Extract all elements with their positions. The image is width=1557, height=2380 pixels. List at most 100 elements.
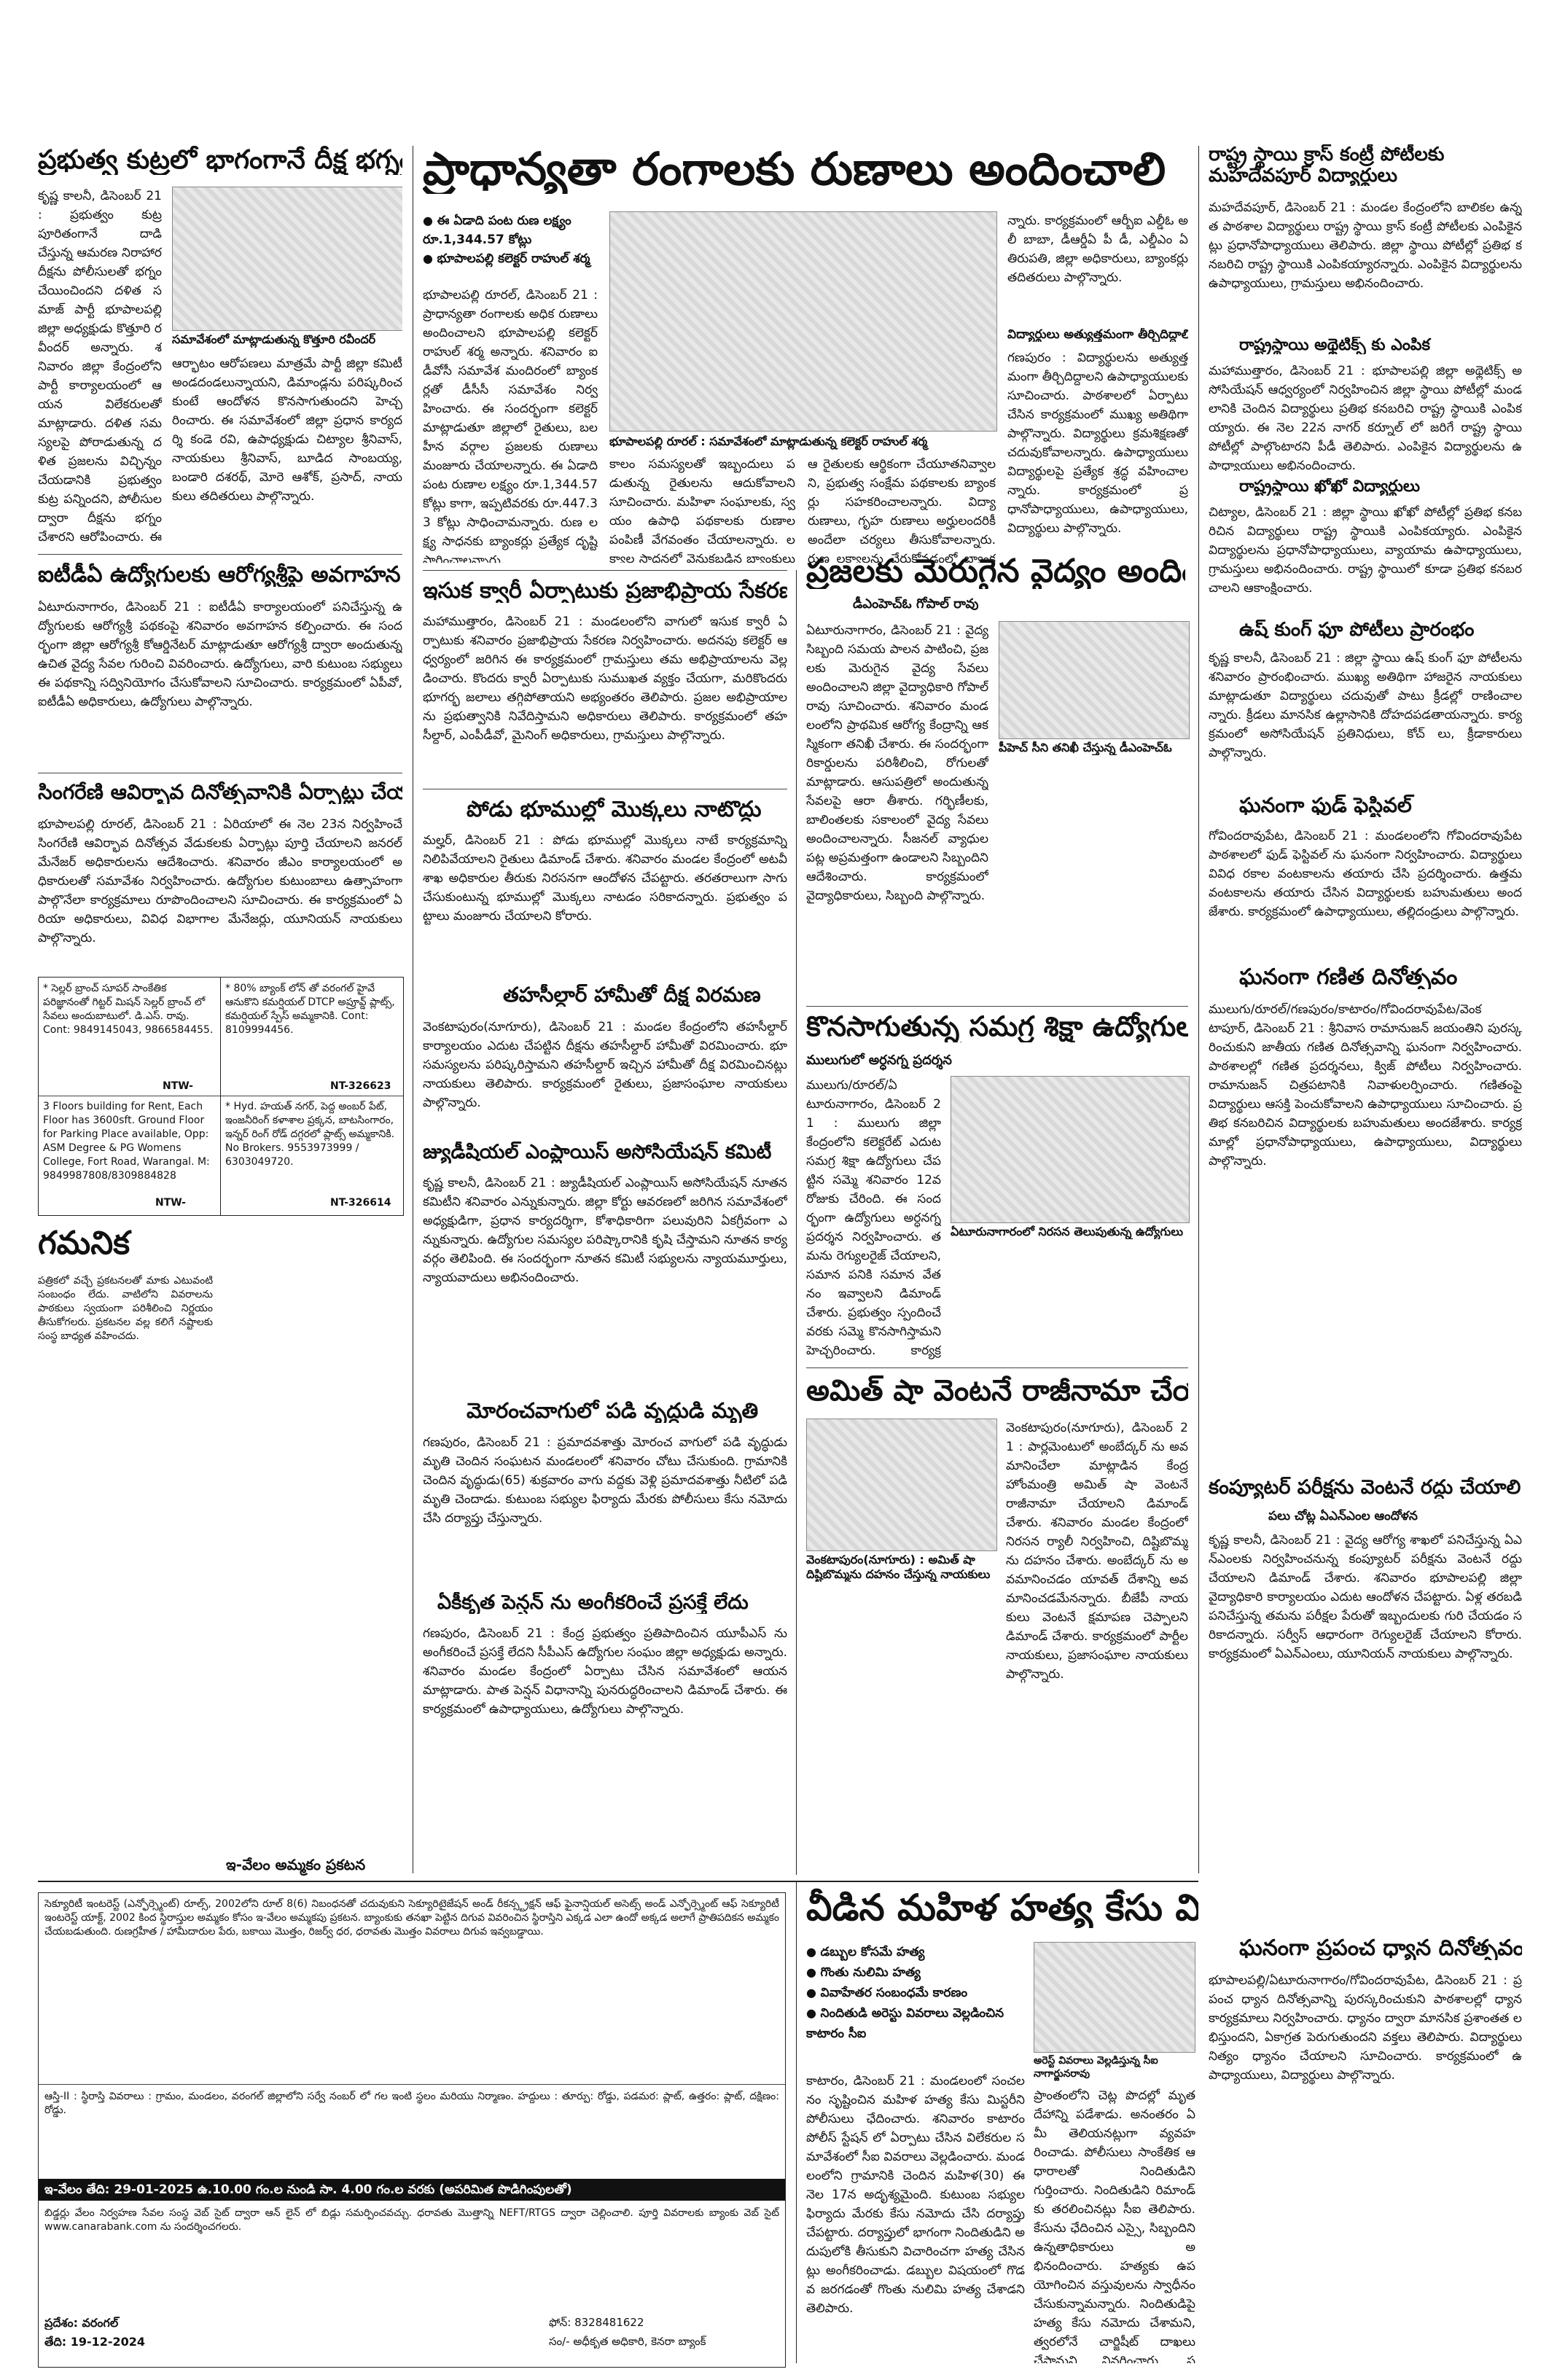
headline-vidyarthi: విద్యార్థులు అత్యుత్తమంగా తీర్చిదిద్దాలి xyxy=(1007,328,1188,342)
headline-podu: పోడు భూముల్లో మొక్కలు నాటొద్దు xyxy=(467,797,762,822)
headline-diksha: ప్రభుత్వ కుట్రలో భాగంగానే దీక్ష భగ్నం xyxy=(38,146,402,175)
murder-bullet-1: డబ్బుల కోసమే హత్య xyxy=(806,1942,1025,1962)
auction-body2: ఆస్తి-II : స్థిరాస్తి వివరాలు : గ్రామం, … xyxy=(44,2091,779,2116)
headline-judicial: జ్యుడీషియల్ ఎంప్లాయిస్ అసోసియేషన్ కమిటీ xyxy=(423,1142,772,1163)
divider xyxy=(423,570,787,571)
divider xyxy=(806,1367,1188,1368)
divider xyxy=(38,1881,1198,1882)
article-diksha-body2: ఆర్భాటం ఆరోపణలు మాత్రమే పార్టీ జిల్లా కమ… xyxy=(172,356,402,504)
diksha-photo xyxy=(172,187,402,331)
headline-singareni: సింగరేణి ఆవిర్భావ దినోత్సవానికి ఏర్పాట్ల… xyxy=(38,781,402,804)
classified-ad-2-code: NT-326623 xyxy=(330,1080,391,1092)
notice-body: పత్రికలో వచ్చే ప్రకటనలతో మాకు ఎటువంటి సం… xyxy=(38,1275,213,1342)
samagra-byline: ములుగులో అర్ధనగ్న ప్రదర్శన xyxy=(806,1053,952,1068)
divider xyxy=(796,1882,797,2363)
article-food-festival-body: గోవిందరావుపేట, డిసెంబర్ 21 : మండలంలోని గ… xyxy=(1209,829,1522,919)
article-murder-body: కాటారం, డిసెంబర్ 21 : మండలంలో సంచలనం సృష… xyxy=(806,2074,1025,2316)
classified-ad-1-code: NTW-326603 xyxy=(163,1080,193,1092)
auction-date: తేది: 19-12-2024 xyxy=(44,2335,146,2349)
article-athletics-body: మహాముత్తారం, డిసెంబర్ 21 : భూపాలపల్లి జి… xyxy=(1209,364,1522,471)
main-story-body3: ఆ రైతులకు ఆర్థికంగా చేయూతనివ్వాలని, ప్రభ… xyxy=(808,457,996,563)
headline-kho-kho: రాష్ట్రస్థాయి ఖోఖో విద్యార్థులు xyxy=(1239,478,1421,496)
classified-ad-3: 3 Floors building for Rent, Each Floor h… xyxy=(43,1101,210,1182)
article-wushu-body: కృష్ణ కాలనీ, డిసెంబర్ 21 : జిల్లా స్థాయి… xyxy=(1209,651,1522,760)
article-judicial-body: కృష్ణ కాలనీ, డిసెంబర్ 21 : జ్యుడీషియల్ ఎ… xyxy=(423,1176,787,1285)
main-bullets: ఈ ఏడాది పంట రుణ లక్ష్యం రూ.1,344.57 కోట్… xyxy=(423,211,598,277)
headline-sand-quarry: ఇసుక క్వారీ ఏర్పాటుకు ప్రజాభిప్రాయ సేకరణ xyxy=(423,579,787,603)
divider xyxy=(39,2084,785,2085)
murder-photo xyxy=(1034,1942,1195,2053)
main-story-continued: న్నారు. కార్యక్రమంలో ఆర్బీఐ ఎల్డీఓ అలీ బ… xyxy=(1007,214,1188,285)
headline-main: ప్రాధాన్యతా రంగాలకు రుణాలు అందించాలి xyxy=(423,144,1166,195)
article-computer-exam-body: కృష్ణ కాలనీ, డిసెంబర్ 21 : వైద్య ఆరోగ్య … xyxy=(1209,1533,1522,1661)
notice-box: గమనిక పత్రికలో వచ్చే ప్రకటనలతో మాకు ఎటువ… xyxy=(38,1225,213,1400)
article-drown-body: గణపురం, డిసెంబర్ 21 : ప్రమాదవశాత్తు మోరం… xyxy=(423,1435,787,1526)
samagra-photo xyxy=(951,1076,1190,1223)
article-podu-body: మల్హర్, డిసెంబర్ 21 : పోడు భూముల్లో మొక్… xyxy=(423,833,787,924)
divider xyxy=(806,1006,1188,1007)
article-dhyana-body: భూపాలపల్లి/ఏటూరునాగారం/గోవిందరావుపేట, డి… xyxy=(1209,1973,1522,2083)
diksha-photo-caption: సమావేశంలో మాట్లాడుతున్న కొత్తూరి రవీందర్ xyxy=(172,332,376,346)
classified-ad-4: * Hyd. హయత్ నగర్, పెద్ద అంబర్ పేట్, ఇంజన… xyxy=(225,1101,395,1168)
auction-signature: సం/- అధీకృత అధికారి, కెనరా బ్యాంక్ xyxy=(549,2335,706,2348)
auction-body3: బిడ్డర్లు వేలం నిర్వహణ సేవల సంస్థ వెబ్ స… xyxy=(44,2207,779,2233)
article-samagra-body: ములుగు/రూరల్/ఏటూరునాగారం, డిసెంబర్ 21 : … xyxy=(806,1078,941,1358)
headline-computer-exam: కంప్యూటర్ పరీక్షను వెంటనే రద్దు చేయాలి xyxy=(1209,1477,1521,1499)
headline-medical: ప్రజలకు మెరుగైన వైద్యం అందించాలి xyxy=(806,554,1185,590)
murder-bullet-4: నిందితుడి అరెస్టు వివరాలు వెల్లడించిన కా… xyxy=(806,2003,1025,2044)
medical-byline: డీఎంహెచ్ఓ గోపాల్ రావు xyxy=(853,596,979,612)
article-cross-country-body: మహదేవపూర్, డిసెంబర్ 21 : మండల కేంద్రంలోన… xyxy=(1209,200,1522,291)
headline-murder: వీడిన మహిళ హత్య కేసు మిస్టరీ xyxy=(806,1888,1198,1928)
divider xyxy=(38,554,402,555)
article-diksha: కృష్ణ కాలనీ, డిసెంబర్ 21 : ప్రభుత్వం కుట… xyxy=(38,187,402,544)
article-singareni-body: భూపాలపల్లి రూరల్, డిసెంబర్ 21 : ఏరియాలో … xyxy=(38,817,402,945)
article-diksha-body: కృష్ణ కాలనీ, డిసెంబర్ 21 : ప్రభుత్వం కుట… xyxy=(38,189,162,544)
main-story-body: భూపాలపల్లి రూరల్, డిసెంబర్ 21 : ప్రాధాన్… xyxy=(423,288,598,563)
main-story-photo xyxy=(609,211,997,432)
murder-bullet-2: గొంతు నులిమి హత్య xyxy=(806,1962,1025,1983)
classified-ad-3-code: NTW-17386 xyxy=(155,1197,186,1209)
notice-title: గమనిక xyxy=(38,1225,130,1262)
article-itda-body: ఏటూరునాగారం, డిసెంబర్ 21 : ఐటీడీఏ కార్యా… xyxy=(38,600,402,709)
headline-food-festival: ఘనంగా ఫుడ్ ఫెస్టివల్ xyxy=(1239,795,1412,817)
article-vidyarthi-body: గణపురం : విద్యార్థులను అత్యుత్తమంగా తీర్… xyxy=(1007,351,1188,536)
headline-amit-shah: అమిత్ షా వెంటనే రాజీనామా చేయాలి xyxy=(806,1375,1188,1407)
murder-bullets: డబ్బుల కోసమే హత్య గొంతు నులిమి హత్య వివా… xyxy=(806,1942,1025,2066)
headline-pension: ఏకీకృత పెన్షన్ ను అంగీకరించే ప్రసక్తే లే… xyxy=(437,1592,749,1614)
classified-ad-1: * సెల్లర్ బ్రాంచ్ సూపర్ సాంకేతిక పరిజ్ఞా… xyxy=(43,983,214,1036)
headline-dhyana: ఘనంగా ప్రపంచ ధ్యాన దినోత్సవం xyxy=(1239,1936,1522,1960)
main-bullet-2: భూపాలపల్లి కలెక్టర్ రాహుల్ శర్మ xyxy=(423,249,598,268)
auction-body: సెక్యూరిటీ ఇంటరెస్ట్ (ఎన్ఫోర్స్మెంట్) రూ… xyxy=(44,1898,779,1938)
article-murder-body2: ప్రాంతంలోని చెట్ల పొదల్లో మృతదేహాన్ని పడ… xyxy=(1034,2088,1195,2363)
medical-photo xyxy=(999,621,1190,739)
headline-samagra: కొనసాగుతున్న సమగ్ర శిక్షా ఉద్యోగుల సమ్మె xyxy=(806,1012,1188,1042)
article-pension-body: గణపురం, డిసెంబర్ 21 : కేంద్ర ప్రభుత్వం ప… xyxy=(423,1626,787,1717)
main-story-photo-caption: భూపాలపల్లి రూరల్ : సమావేశంలో మాట్లాడుతున… xyxy=(609,434,928,448)
auction-title: ఇ-వేలం అమ్మకం ప్రకటన xyxy=(226,1856,366,1873)
divider xyxy=(1198,146,1199,1873)
medical-photo-caption: పీహెచ్ సీని తనిఖీ చేస్తున్న డీఎంహెచ్ఓ xyxy=(999,741,1172,754)
auction-phone: ఫోన్: 8328481622 xyxy=(549,2316,644,2329)
article-medical-body: ఏటూరునాగారం, డిసెంబర్ 21 : వైద్య సిబ్బంద… xyxy=(806,623,988,903)
murder-bullet-3: వివాహేతర సంబంధమే కారణం xyxy=(806,1983,1025,2003)
headline-maths-day: ఘనంగా గణిత దినోత్సవం xyxy=(1239,965,1458,989)
divider xyxy=(220,978,221,1215)
auction-date-line: ఇ-వేలం తేది: 29-01-2025 ఉ.10.00 గం.ల నుం… xyxy=(44,2182,572,2197)
classified-ad-2: * 80% బ్యాంక్ లోన్ తో వరంగల్ హైవే ఆనుకొన… xyxy=(225,983,395,1036)
article-sand-quarry-body: మహాముత్తారం, డిసెంబర్ 21 : మండలంలోని వాగ… xyxy=(423,614,787,743)
main-bullet-1: ఈ ఏడాది పంట రుణ లక్ష్యం రూ.1,344.57 కోట్… xyxy=(423,211,598,249)
headline-drown: మోరంచవాగులో పడి వృద్ధుడి మృతి xyxy=(467,1400,759,1423)
article-kho-kho-body: చిట్యాల, డిసెంబర్ 21 : జిల్లా స్థాయి ఖోఖ… xyxy=(1209,505,1522,596)
samagra-photo-caption: ఏటూరునాగారంలో నిరసన తెలుపుతున్న ఉద్యోగుల… xyxy=(951,1225,1184,1238)
article-amit-shah-body: వెంకటాపురం(నూగూరు), డిసెంబర్ 21 : పార్లమ… xyxy=(1006,1421,1188,1682)
divider xyxy=(796,570,797,1875)
headline-athletics: రాష్ట్రస్థాయి అథ్లెటిక్స్ కు ఎంపిక xyxy=(1239,337,1431,354)
headline-itda: ఐటీడీఏ ఉద్యోగులకు ఆరోగ్యశ్రీపై అవగాహన xyxy=(38,563,401,587)
amit-shah-photo-caption: వెంకటాపురం(నూగూరు) : అమిత్ షా దిష్టిబొమ్… xyxy=(806,1553,991,1581)
headline-wushu: ఉష్ కుంగ్ ఫూ పోటీలు ప్రారంభం xyxy=(1239,620,1475,641)
auction-place: ప్రదేశం: వరంగల్ xyxy=(44,2316,119,2330)
article-maths-day-body: ములుగు/రూరల్/గణపురం/కాటారం/గోవిందరావుపేట… xyxy=(1209,1002,1522,1168)
classified-ad-4-code: NT-326614 xyxy=(330,1197,391,1209)
headline-tahsildar: తహసీల్దార్ హామీతో దీక్ష విరమణ xyxy=(503,984,761,1007)
